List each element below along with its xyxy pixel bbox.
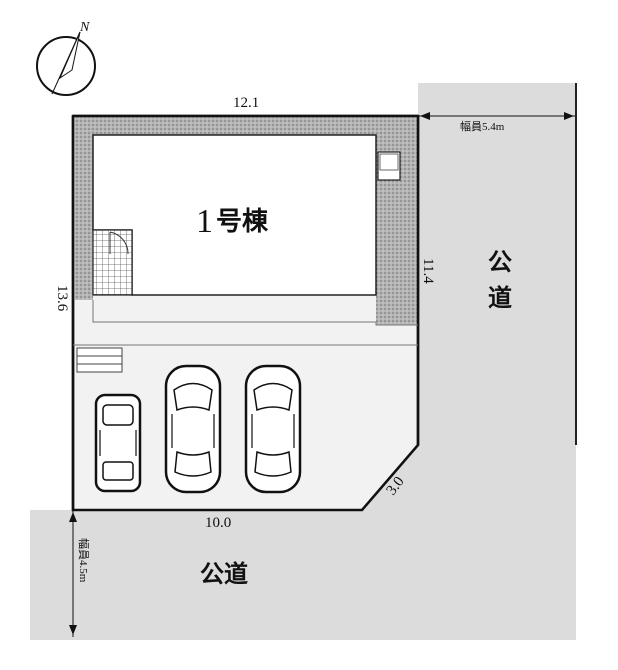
- dim-bottom: 10.0: [205, 515, 231, 531]
- south-road: [30, 445, 576, 640]
- south-road-name: 公道: [200, 560, 248, 588]
- yard-outline: [73, 300, 418, 346]
- east-road-name-2: 道: [488, 284, 512, 312]
- building-label: 号棟: [216, 207, 269, 237]
- car-icon: [164, 364, 222, 494]
- entry-steps: [76, 347, 123, 373]
- dim-right: 11.4: [420, 258, 436, 284]
- building-number: 1: [196, 203, 213, 240]
- compass-north-icon: N: [36, 20, 96, 96]
- dim-left: 13.6: [54, 285, 70, 312]
- south-road-width-label: 幅員4.5m: [77, 538, 90, 583]
- car-icon: [244, 364, 302, 494]
- north-label: N: [79, 20, 90, 35]
- dim-top: 12.1: [233, 95, 259, 111]
- car-icon: [94, 393, 142, 493]
- east-road-name-1: 公: [488, 248, 512, 276]
- setback-hatch: [73, 116, 418, 325]
- south-road-width: 幅員4.5m: [69, 510, 90, 637]
- east-road: [418, 83, 577, 445]
- building-1: 1 号棟: [92, 134, 401, 296]
- east-road-width: 幅員5.4m: [418, 112, 576, 133]
- east-road-width-label: 幅員5.4m: [460, 120, 505, 133]
